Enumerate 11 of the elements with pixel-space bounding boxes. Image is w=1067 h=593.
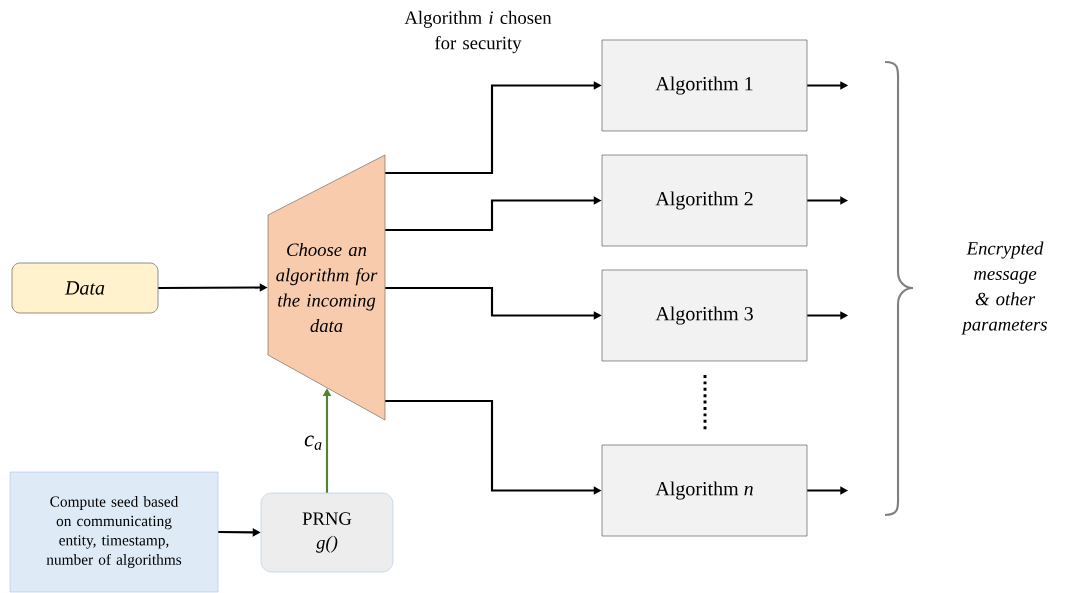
process-box: Algorithm n (601, 444, 808, 537)
selector-trapezoid: Choose an algorithm for the incoming data (267, 154, 386, 421)
process-box: Algorithm 1 (601, 39, 808, 132)
process-box: Algorithm 3 (601, 269, 808, 362)
process-box: PRNG g() (260, 492, 394, 573)
annotation-text: Algorithm i chosen for security (404, 10, 552, 54)
input-box: Data (11, 262, 159, 314)
edge-label: c$_{a}$ (302, 434, 325, 452)
annotation-text: Encrypted message & other parameters (961, 241, 1047, 335)
process-box: Compute seed based on communicating entity, timestamp, number of algorithms (9, 471, 219, 593)
process-box: Algorithm 2 (601, 154, 808, 247)
